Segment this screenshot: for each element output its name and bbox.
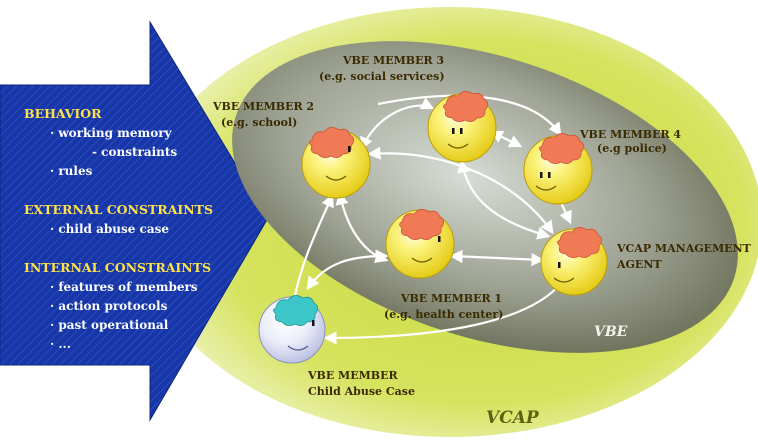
agent-face [540,227,608,296]
member-2-label: VBE MEMBER 2 (e.g. school) [212,100,314,129]
member-4-title: VBE MEMBER 4 [579,128,681,141]
behavior-item: · rules [50,164,93,178]
internal-item: · action protocols [50,299,168,313]
constraints-panel [0,20,269,422]
member-3-title: VBE MEMBER 3 [342,54,444,67]
internal-item: · features of members [50,280,198,294]
member-1-label: VBE MEMBER 1 (e.g. health center) [384,292,503,321]
member-3-label: VBE MEMBER 3 (e.g. social services) [319,54,445,83]
internal-heading: INTERNAL CONSTRAINTS [24,260,211,275]
arrow-case-m1 [306,249,389,291]
vbe-label: VBE [594,324,628,340]
behavior-item: - constraints [92,145,177,159]
member-2-title: VBE MEMBER 2 [212,100,314,113]
arrow-m1-agent [449,249,545,267]
case-title: VBE MEMBER [307,369,398,382]
vcap-label: VCAP [486,408,540,428]
behavior-heading: BEHAVIOR [24,106,102,121]
agent-label: VCAP MANAGEMENT AGENT [616,242,752,271]
arrow-m3-m4-side [489,130,523,148]
arrow-m2-m3 [360,97,435,151]
case-face [258,295,326,364]
member-1-face [385,209,455,279]
brain-icon [539,133,585,164]
panel-internal: INTERNAL CONSTRAINTS · features of membe… [24,260,211,351]
case-label: VBE MEMBER Child Abuse Case [307,369,415,398]
member-3-subtitle: (e.g. social services) [319,70,445,83]
member-4-subtitle: (e.g police) [597,142,667,155]
agent-subtitle: AGENT [616,258,662,271]
case-subtitle: Child Abuse Case [308,385,415,398]
member-3-face [427,91,497,163]
external-item: · child abuse case [50,222,169,236]
brain-icon [399,209,445,240]
panel-behavior: BEHAVIOR · working memory - constraints … [24,106,177,178]
brain-icon [443,91,489,122]
member-2-subtitle: (e.g. school) [221,116,297,129]
member-4-label: VBE MEMBER 4 (e.g police) [579,128,681,155]
behavior-item: · working memory [50,126,173,140]
arrow-m3-m4 [377,94,562,137]
member-1-subtitle: (e.g. health center) [384,308,503,321]
external-heading: EXTERNAL CONSTRAINTS [24,202,213,217]
brain-icon [557,227,603,258]
member-4-face [523,133,593,205]
agent-title: VCAP MANAGEMENT [616,242,752,255]
internal-item: · ... [50,337,71,351]
member-2-face [301,127,371,199]
internal-item: · past operational [50,318,169,332]
member-1-title: VBE MEMBER 1 [400,292,502,305]
panel-external: EXTERNAL CONSTRAINTS · child abuse case [24,202,213,236]
arrow-m2-agent [367,146,554,235]
arrow-agent-case [323,281,563,345]
arrow-case-m2 [292,193,334,301]
connections [292,94,572,345]
